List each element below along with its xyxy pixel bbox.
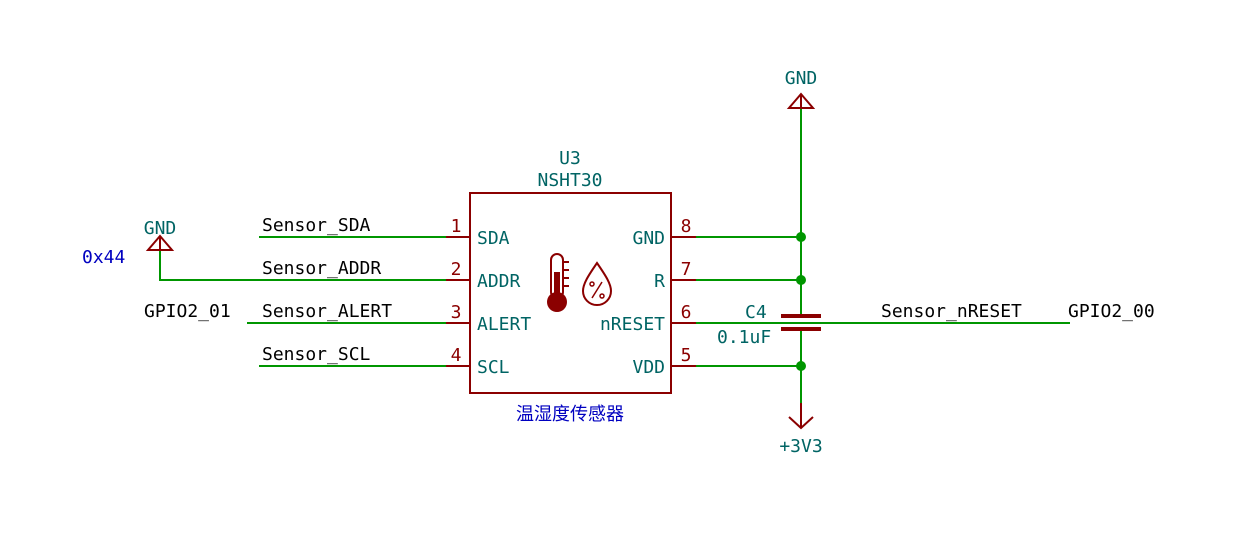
pin-name: SCL bbox=[477, 357, 510, 378]
net-label-sda[interactable]: Sensor_SDA bbox=[262, 215, 371, 236]
net-label-alert[interactable]: Sensor_ALERT bbox=[262, 301, 392, 322]
net-label-addr[interactable]: Sensor_ADDR bbox=[262, 258, 381, 279]
component-u3[interactable] bbox=[446, 192, 696, 394]
net-label-scl[interactable]: Sensor_SCL bbox=[262, 344, 371, 365]
vcc-symbol[interactable] bbox=[788, 403, 814, 430]
wires bbox=[159, 108, 1070, 403]
junction-vdd bbox=[796, 361, 806, 371]
pin-name: ADDR bbox=[477, 271, 521, 292]
gnd-left-triangle-icon bbox=[145, 234, 175, 251]
nreset-gpio-label: GPIO2_00 bbox=[1068, 301, 1155, 322]
junction-gnd bbox=[796, 232, 806, 242]
junctions bbox=[796, 232, 806, 371]
wire-addr bbox=[159, 250, 446, 281]
addr-note: 0x44 bbox=[82, 247, 125, 268]
pin-number: 2 bbox=[451, 259, 462, 280]
component-description: 温湿度传感器 bbox=[516, 404, 624, 425]
junction-r bbox=[796, 275, 806, 285]
pin-number: 3 bbox=[451, 302, 462, 323]
gnd-top-triangle-icon bbox=[786, 92, 816, 109]
component-reference: U3 bbox=[559, 148, 581, 169]
vcc-label: +3V3 bbox=[779, 436, 822, 457]
pin-name: R bbox=[654, 271, 665, 292]
gnd-symbol-top[interactable] bbox=[786, 92, 816, 109]
component-value: NSHT30 bbox=[537, 170, 602, 191]
net-label-nreset[interactable]: Sensor_nRESET bbox=[881, 301, 1022, 322]
pin-name: GND bbox=[632, 228, 665, 249]
capacitor-c4[interactable] bbox=[781, 314, 821, 331]
gnd-top-label: GND bbox=[785, 68, 818, 89]
pin-number: 8 bbox=[681, 216, 692, 237]
gnd-left-label: GND bbox=[144, 218, 177, 239]
pin-number: 6 bbox=[681, 302, 692, 323]
alert-gpio-label: GPIO2_01 bbox=[144, 301, 231, 322]
capacitor-reference: C4 bbox=[745, 302, 767, 323]
component-body bbox=[469, 192, 672, 394]
pin-name: VDD bbox=[632, 357, 665, 378]
thermometer-icon bbox=[547, 253, 569, 312]
pin-name: nRESET bbox=[600, 314, 665, 335]
pin-number: 4 bbox=[451, 345, 462, 366]
gnd-symbol-left[interactable] bbox=[145, 234, 175, 251]
pin-number: 1 bbox=[451, 216, 462, 237]
pin-number: 5 bbox=[681, 345, 692, 366]
pin-name: SDA bbox=[477, 228, 510, 249]
pin-number: 7 bbox=[681, 259, 692, 280]
capacitor-value: 0.1uF bbox=[717, 327, 771, 348]
pin-name: ALERT bbox=[477, 314, 531, 335]
humidity-drop-icon bbox=[581, 261, 613, 306]
